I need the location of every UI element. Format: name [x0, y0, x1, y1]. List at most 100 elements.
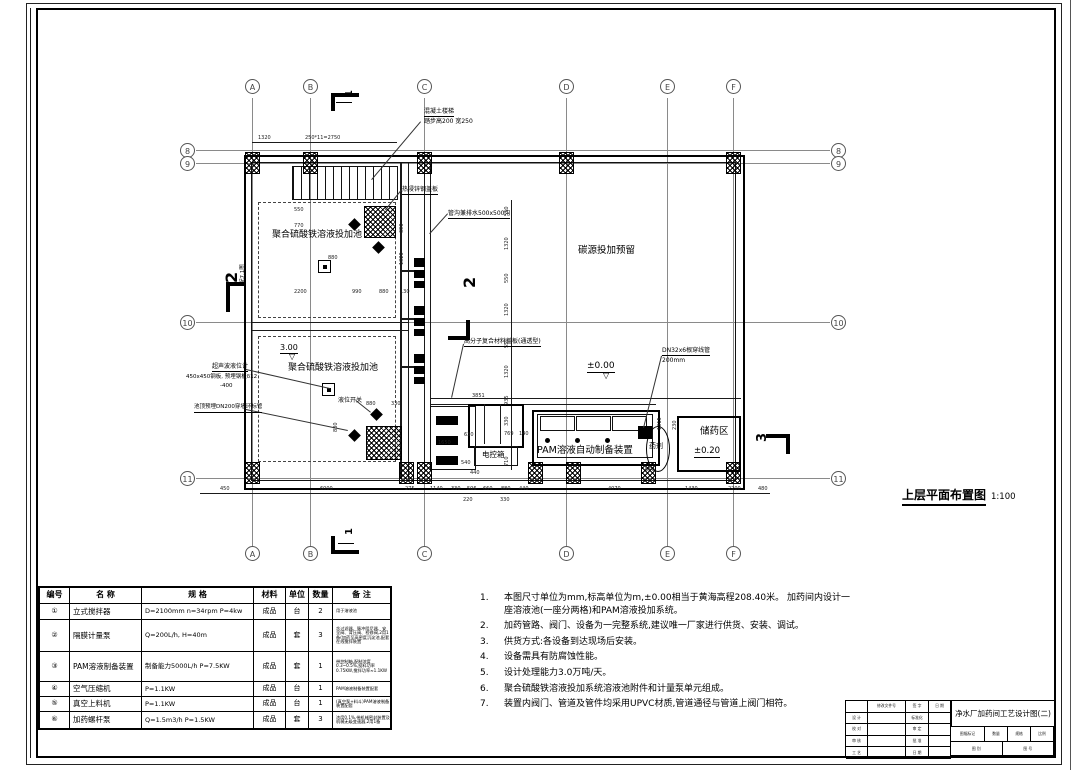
hatch-column-bottom-6 — [726, 462, 741, 484]
grid-bubble-bottom-F: F — [726, 546, 741, 561]
dim-text-40: 880 — [501, 486, 511, 492]
dim-text-1: 250*11=2750 — [305, 135, 341, 141]
titleblock-cell: 标准化 — [906, 712, 929, 725]
table-cell: 套 — [286, 652, 309, 681]
dim-text-27: 630 — [464, 432, 474, 438]
grid-line-col-A — [252, 98, 253, 548]
section-bracket-6 — [226, 282, 230, 312]
titleblock-mid-cell: 图幅标记 — [951, 727, 985, 742]
titleblock-cell: 日 期 — [929, 701, 951, 713]
grid-bubble-bottom-D: D — [559, 546, 574, 561]
storage-area-box — [677, 416, 741, 472]
note-text: 装置内阀门、管道及管件均采用UPVC材质,管道通径与管道上阀门相符。 — [504, 699, 793, 710]
titleblock-mid-cell: 数量 — [985, 727, 1008, 742]
plan-label-3: PAM溶液自动制备装置 — [537, 445, 633, 456]
table-cell: 空气压缩机 — [70, 682, 142, 696]
level-gauge-icon-1 — [322, 383, 335, 396]
plan-label-24: 2 — [222, 271, 241, 283]
grid-bubble-left-11: 11 — [180, 471, 195, 486]
table-cell: 制备能力5000L/h P=7.5KW — [142, 652, 254, 681]
wall-line-12 — [402, 318, 414, 320]
table-row-0: 编号名 称规 格材料单位数量备 注 — [40, 588, 390, 604]
equipment-block-2 — [436, 456, 458, 465]
table-cell: 规 格 — [142, 588, 254, 603]
dim-text-47: 330 — [500, 497, 510, 503]
grid-bubble-top-C: C — [417, 79, 432, 94]
table-cell: PAM溶液制备装置 — [70, 652, 142, 681]
titleblock-cell: 审 定 — [906, 724, 929, 736]
wall-line-4 — [252, 322, 408, 323]
titleblock-mid-cell: 规格 — [1008, 727, 1031, 742]
plan-label-22: 池顶预埋DN200穿墙环标管 — [194, 404, 263, 413]
dim-text-42: 4070 — [608, 486, 621, 492]
table-cell: 3 — [309, 620, 333, 651]
table-cell: ① — [40, 604, 70, 619]
hatch-column-top-4 — [726, 152, 741, 174]
table-cell: 数量 — [309, 588, 333, 603]
titleblock-bottom-cell: 图 别 — [951, 742, 1003, 756]
plan-label-4: 储药区 — [700, 426, 729, 437]
plan-label-11: 电控箱 — [482, 450, 505, 459]
note-number: 2. — [480, 621, 489, 632]
control-box — [474, 446, 518, 466]
section-bracket-5 — [338, 543, 354, 544]
dim-text-11: 550 — [504, 273, 510, 283]
plan-label-17: DN32x6根穿线管 — [662, 347, 711, 356]
dim-text-31: 230 — [672, 420, 678, 430]
note-item-2: 2.加药管路、阀门、设备为一完整系统,建议唯一厂家进行供货、安装、调试。 — [480, 620, 852, 633]
note-item-4: 4.设备需具有防腐蚀性能。 — [480, 651, 852, 664]
section-bracket-4 — [331, 536, 335, 554]
pam-cell-2 — [576, 416, 611, 431]
frame-inner — [36, 8, 1056, 758]
table-cell: P=1.1KW — [142, 697, 254, 711]
wall-line-6 — [430, 398, 741, 399]
equipment-block-1 — [436, 436, 458, 445]
hatch-column-top-0 — [245, 152, 260, 174]
section-bracket-9 — [448, 336, 470, 340]
table-cell: 套 — [286, 712, 309, 728]
plan-label-12: 混凝土楼梯 — [424, 108, 455, 117]
dim-text-25: 140 — [519, 431, 529, 437]
dim-text-15: 935 — [504, 395, 510, 405]
equipment-block-3 — [638, 426, 652, 439]
note-text: 本图尺寸单位为mm,标高单位为m,±0.00相当于黄海高程208.40米。 加药… — [504, 593, 850, 616]
wall-line-9 — [511, 200, 512, 470]
note-item-6: 6.聚合硫酸铁溶液投加系统溶液池附件和计量泵单元组成。 — [480, 683, 852, 696]
table-cell: 带控制箱,配制浓度0.3~0.5%,投料功率0.75KW,搅拌功率≈1.1KW — [336, 658, 388, 673]
project-title: 净水厂加药间工艺设计图(二) — [951, 701, 1054, 727]
frame-binding-line — [30, 8, 31, 758]
plan-label-29: 1 — [344, 528, 355, 535]
dim-text-28: 540 — [461, 460, 471, 466]
pam-port-dot-1 — [575, 438, 580, 443]
hatch-cover-top — [364, 206, 396, 238]
titleblock-cell: 校 对 — [846, 724, 868, 736]
note-text: 供货方式:各设备到达现场后安装。 — [504, 636, 643, 647]
metering-pump-icon-0 — [414, 258, 425, 288]
table-cell: 编号 — [40, 588, 70, 603]
grid-bubble-bottom-B: B — [303, 546, 318, 561]
grid-bubble-top-F: F — [726, 79, 741, 94]
table-cell: 用于溶液池 — [336, 608, 357, 614]
dim-text-37: 330 — [451, 486, 461, 492]
plan-label-16: 高分子复合材料盖板(通透型) — [464, 338, 541, 347]
plan-label-6: 3.00 — [280, 343, 298, 354]
cluster-division-0 — [484, 404, 485, 444]
section-bracket-8 — [466, 320, 470, 340]
plan-label-14: 热浸锌钢盖板 — [402, 186, 439, 195]
cluster-division-1 — [500, 404, 501, 444]
plan-label-26: 2 — [460, 276, 479, 288]
plan-label-21: -400 — [220, 383, 233, 389]
titleblock-cell — [868, 747, 906, 759]
wall-line-13 — [402, 366, 414, 368]
plan-label-28: 1 — [344, 90, 355, 97]
titleblock-cell — [929, 724, 951, 736]
section-bracket-10 — [766, 434, 790, 438]
table-cell: Q=1.5m3/h P=1.5KW — [142, 712, 254, 728]
